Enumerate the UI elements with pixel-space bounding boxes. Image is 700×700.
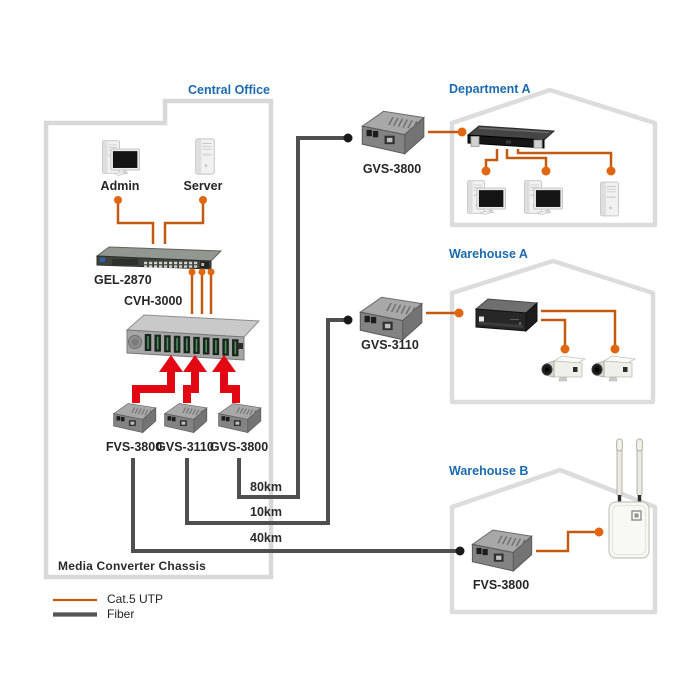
fiber-distance-10km: 10km bbox=[250, 505, 282, 519]
central-office-outline bbox=[43, 98, 274, 580]
device-label-gel-2870: GEL-2870 bbox=[94, 273, 152, 287]
cat5-connector-dots bbox=[114, 127, 620, 537]
cat5-nvr-to-camera2 bbox=[541, 309, 617, 345]
cat5-admin-to-switch bbox=[116, 201, 155, 244]
section-title-central-office: Central Office bbox=[188, 83, 270, 97]
device-label-fvs-3800-warehouse-b: FVS-3800 bbox=[472, 578, 530, 592]
device-label-cvh-3000: CVH-3000 bbox=[124, 294, 183, 308]
device-label-gvs-3800: GVS-3800 bbox=[209, 440, 269, 454]
chassis-note: Media Converter Chassis bbox=[58, 559, 206, 573]
fiber-link-40km bbox=[131, 458, 456, 553]
chassis-insert-arrows bbox=[132, 355, 240, 403]
fiber-connector-dots bbox=[343, 133, 465, 556]
cat5-links bbox=[116, 130, 617, 553]
fiber-distance-80km: 80km bbox=[250, 480, 282, 494]
legend-cat5-label: Cat.5 UTP bbox=[107, 592, 164, 606]
device-label-server: Server bbox=[183, 179, 223, 193]
fiber-distance-40km: 40km bbox=[250, 531, 282, 545]
cat5-nvr-to-camera1 bbox=[541, 318, 567, 345]
cat5-dept-switch-to-pc1 bbox=[484, 149, 499, 167]
section-title-warehouse-b: Warehouse B bbox=[449, 464, 529, 478]
legend-fiber-label: Fiber bbox=[107, 607, 135, 621]
fiber-links bbox=[131, 136, 456, 553]
cat5-dept-switch-to-pc3 bbox=[516, 149, 613, 167]
device-label-fvs-3800: FVS-3800 bbox=[105, 440, 163, 454]
device-label-gvs-3800-dept-a: GVS-3800 bbox=[362, 162, 422, 176]
cat5-converter-to-ap bbox=[536, 530, 596, 553]
device-label-gvs-3110-warehouse-a: GVS-3110 bbox=[361, 338, 419, 352]
cat5-dept-switch-to-pc2 bbox=[505, 149, 548, 167]
fiber-link-80km bbox=[237, 136, 344, 499]
cat5-server-to-switch bbox=[163, 201, 205, 244]
device-label-admin: Admin bbox=[100, 179, 140, 193]
device-label-gvs-3110: GVS-3110 bbox=[156, 440, 214, 454]
fiber-link-10km bbox=[185, 318, 344, 525]
legend-swatches bbox=[53, 598, 97, 617]
section-title-warehouse-a: Warehouse A bbox=[449, 247, 528, 261]
warehouse-b-outline bbox=[449, 467, 658, 615]
section-title-department-a: Department A bbox=[449, 82, 531, 96]
